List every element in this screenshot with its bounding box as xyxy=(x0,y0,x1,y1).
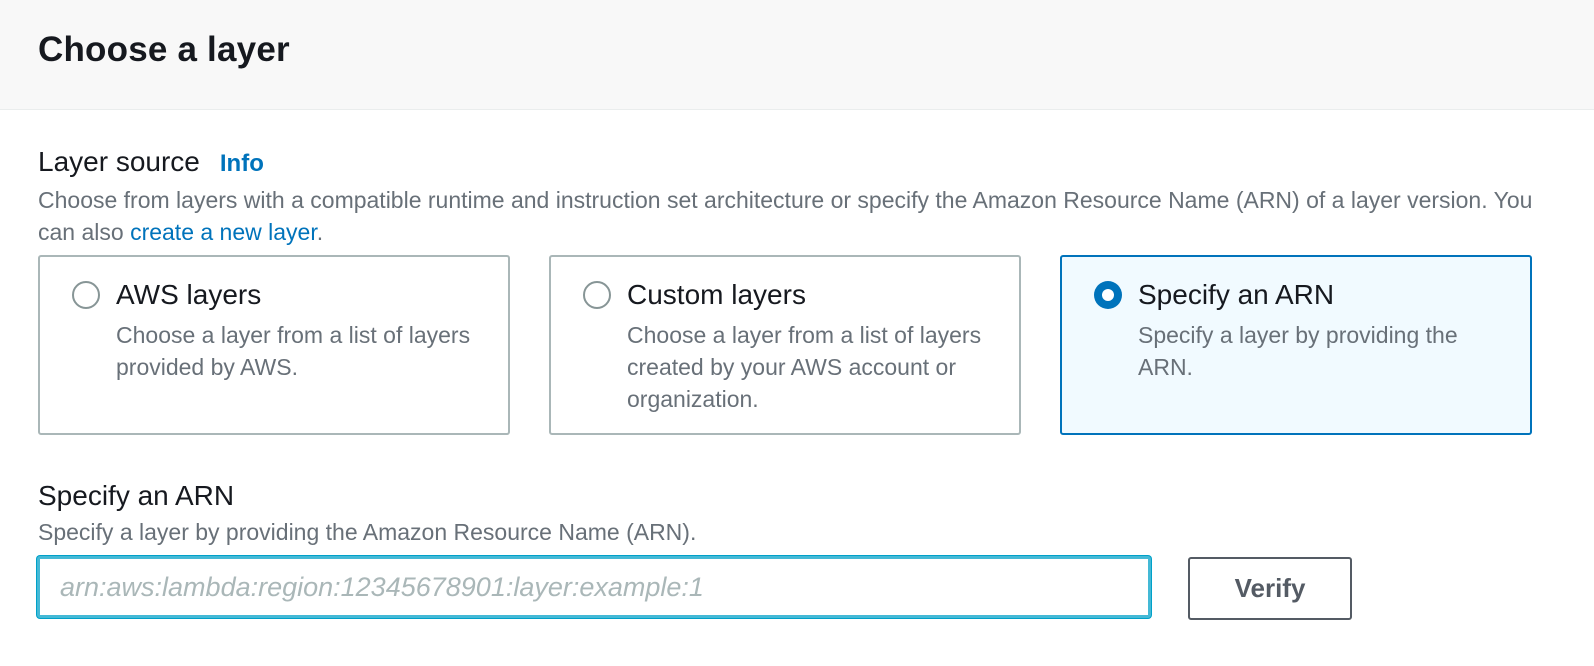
page-title: Choose a layer xyxy=(38,30,290,69)
tile-title: Specify an ARN xyxy=(1138,279,1335,310)
radio-custom-layers[interactable] xyxy=(583,281,611,309)
layer-source-description-text: Choose from layers with a compatible run… xyxy=(38,187,1533,245)
modal-header: Choose a layer xyxy=(0,0,1594,110)
layer-source-label: Layer source xyxy=(38,146,200,177)
arn-description: Specify a layer by providing the Amazon … xyxy=(38,519,697,545)
tile-description: Choose a layer from a list of layers pro… xyxy=(116,322,471,380)
verify-button[interactable]: Verify xyxy=(1188,557,1352,620)
arn-input[interactable] xyxy=(37,556,1151,618)
tile-description: Specify a layer by providing the ARN. xyxy=(1138,322,1458,380)
tile-specify-arn[interactable]: Specify an ARN Specify a layer by provid… xyxy=(1060,255,1532,435)
arn-label: Specify an ARN xyxy=(38,480,235,511)
create-new-layer-link[interactable]: create a new layer xyxy=(130,219,317,245)
radio-specify-arn[interactable] xyxy=(1094,281,1122,309)
info-link[interactable]: Info xyxy=(219,150,264,177)
layer-source-label-row: Layer source Info xyxy=(38,146,264,178)
layer-source-description-end: . xyxy=(316,219,324,245)
radio-aws-layers[interactable] xyxy=(72,281,100,309)
layer-source-description: Choose from layers with a compatible run… xyxy=(38,184,1538,248)
tile-description: Choose a layer from a list of layers cre… xyxy=(627,322,982,412)
tile-title: Custom layers xyxy=(627,279,806,310)
tile-aws-layers[interactable]: AWS layers Choose a layer from a list of… xyxy=(38,255,510,435)
tile-custom-layers[interactable]: Custom layers Choose a layer from a list… xyxy=(549,255,1021,435)
tile-title: AWS layers xyxy=(116,279,262,310)
